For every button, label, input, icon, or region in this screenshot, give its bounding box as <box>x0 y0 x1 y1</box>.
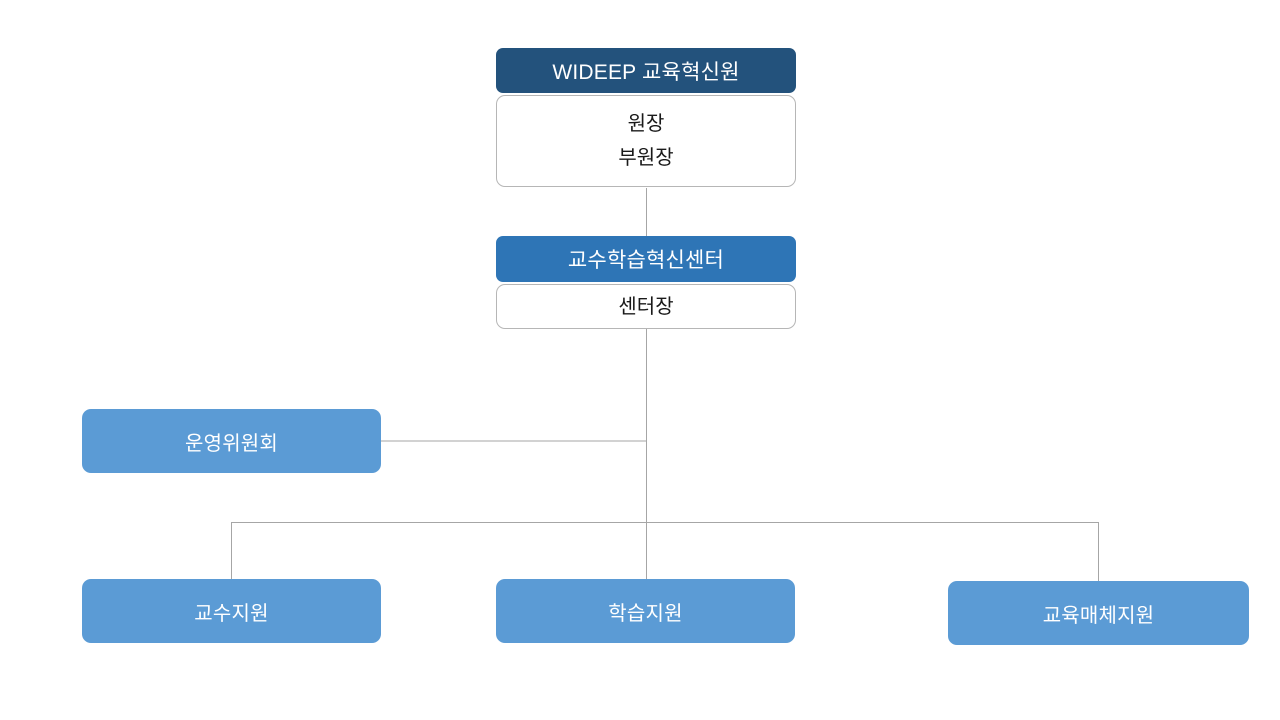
node-operating-committee-label: 운영위원회 <box>185 432 278 455</box>
node-institute-role-vice-director: 부원장 <box>618 147 674 169</box>
node-media-support[interactable]: 교육매체지원 <box>948 581 1249 645</box>
node-operating-committee[interactable]: 운영위원회 <box>82 409 381 473</box>
node-teaching-support-label: 교수지원 <box>194 602 269 625</box>
node-teaching-support[interactable]: 교수지원 <box>82 579 381 643</box>
node-institute-header: WIDEEP 교육혁신원 <box>496 48 796 93</box>
node-institute-role-director: 원장 <box>627 113 665 135</box>
node-learning-support[interactable]: 학습지원 <box>496 579 795 643</box>
node-media-support-label: 교육매체지원 <box>1042 604 1155 627</box>
node-center[interactable]: 교수학습혁신센터 센터장 <box>496 236 796 329</box>
node-center-header: 교수학습혁신센터 <box>496 236 796 282</box>
node-center-role-center-head: 센터장 <box>618 295 674 318</box>
node-institute-body: 원장 부원장 <box>496 95 796 187</box>
node-institute[interactable]: WIDEEP 교육혁신원 원장 부원장 <box>496 48 796 187</box>
node-center-body: 센터장 <box>496 284 796 329</box>
node-learning-support-label: 학습지원 <box>608 602 683 625</box>
